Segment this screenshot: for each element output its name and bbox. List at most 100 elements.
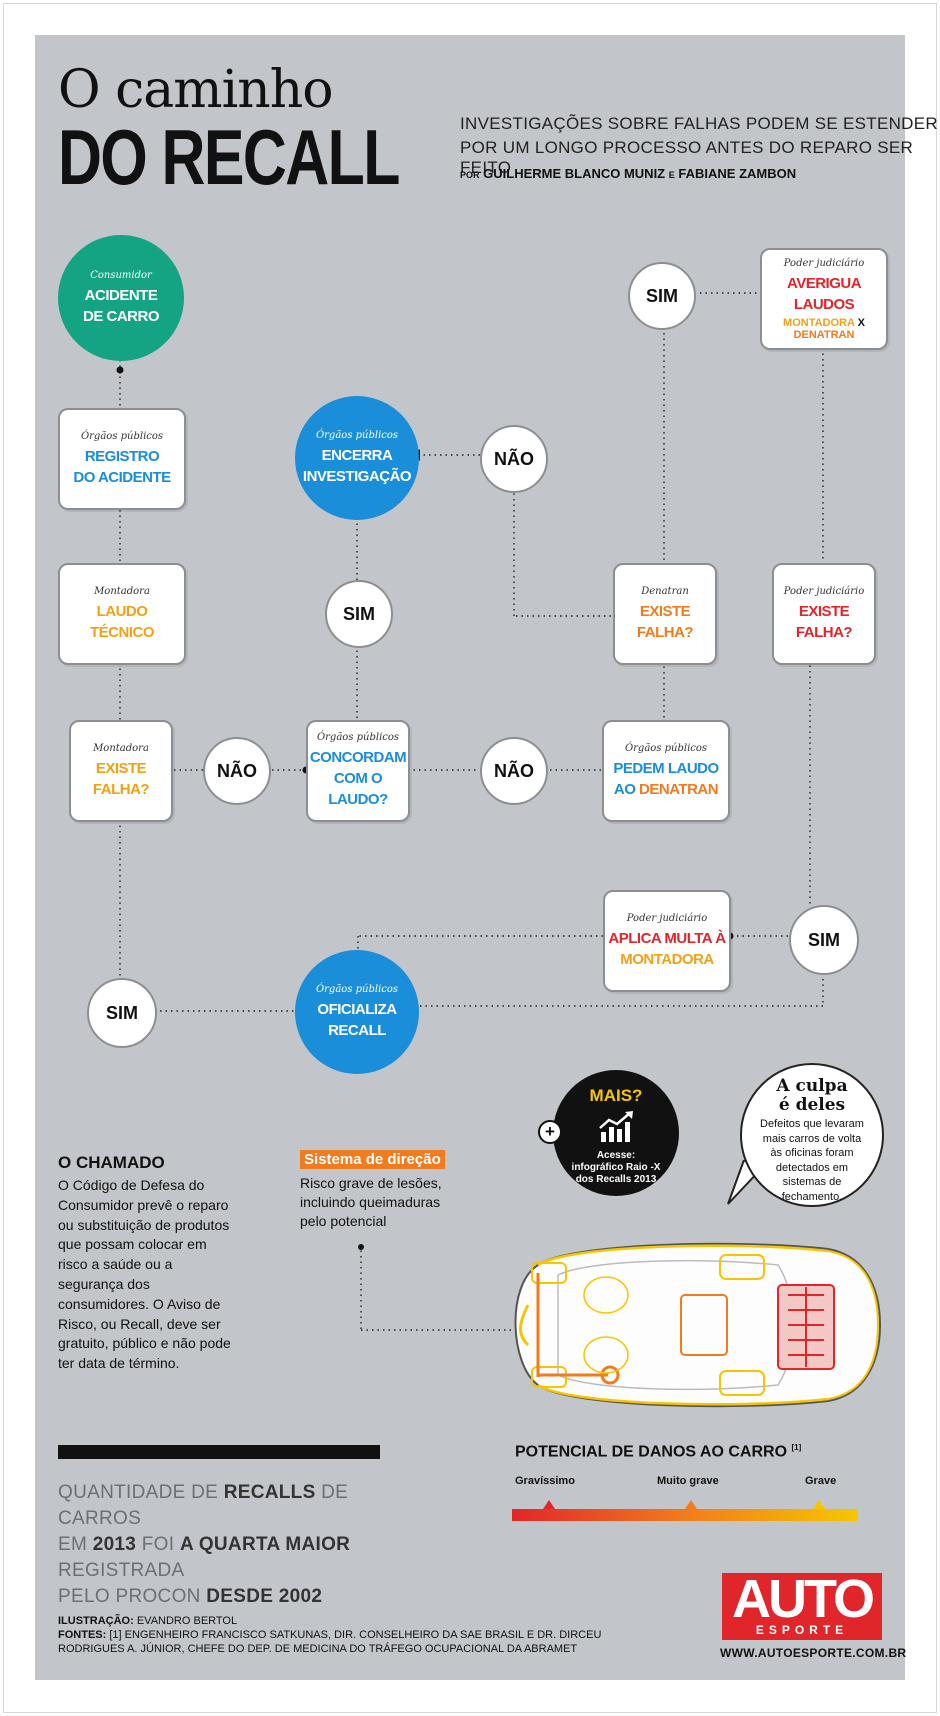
- node-nao-2: NÃO: [480, 737, 548, 805]
- sistema-heading: Sistema de direção: [300, 1150, 445, 1169]
- danos-marker-grave: [813, 1500, 825, 1509]
- node-line1: EXISTE: [798, 602, 850, 620]
- car-illustration: [514, 1242, 882, 1408]
- node-actor: Órgãos públicos: [315, 429, 399, 441]
- danos-marker-gravissimo: [543, 1500, 555, 1509]
- node-encerra-investigacao: Órgãos públicos ENCERRA INVESTIGAÇÃO: [295, 396, 419, 520]
- node-line2: DE CARRO: [82, 307, 160, 325]
- node-line1: OFICIALIZA: [317, 1000, 397, 1018]
- mais-text-line2: infográfico Raio -X: [571, 1162, 661, 1173]
- qty-p3: DE CARROS: [58, 1482, 349, 1529]
- node-line2: RECALL: [328, 1021, 386, 1039]
- danos-gradient-bar: [512, 1509, 858, 1521]
- node-line2: DO ACIDENTE: [73, 468, 171, 486]
- node-line3b: DENATRAN: [793, 328, 855, 341]
- danos-level-grave: Grave: [805, 1475, 837, 1487]
- subtitle-line2: POR UM LONGO PROCESSO ANTES DO REPARO SE…: [460, 138, 914, 177]
- danos-level-muito-grave: Muito grave: [657, 1475, 719, 1487]
- node-actor: Órgãos públicos: [315, 983, 399, 995]
- title-line2: DO RECALL: [58, 113, 400, 201]
- qty-p10: DESDE 2002: [206, 1586, 323, 1607]
- credits-fontes-line1: [1] ENGENHEIRO FRANCISCO SATKUNAS, DIR. …: [109, 1629, 602, 1641]
- mais-heading: MAIS?: [589, 1086, 643, 1105]
- sistema-text: Risco grave de lesões, incluindo queimad…: [300, 1175, 442, 1229]
- byline: POR GUILHERME BLANCO MUNIZ E FABIANE ZAM…: [460, 166, 796, 181]
- node-line1: ACIDENTE: [84, 286, 158, 304]
- node-sim-denatran: SIM: [628, 262, 696, 330]
- node-nao-3: NÃO: [480, 425, 548, 493]
- quantidade-stat: QUANTIDADE DE RECALLS DE CARROS EM 2013 …: [58, 1480, 388, 1610]
- node-actor: Poder judiciário: [626, 912, 708, 924]
- node-judiciario-existe-falha: Poder judiciário EXISTE FALHA?: [772, 563, 876, 665]
- node-line1: ENCERRA: [321, 446, 393, 464]
- culpa-text: Defeitos que levaram mais carros de volt…: [760, 1118, 864, 1203]
- danos-level-gravissimo: Gravíssimo: [515, 1475, 575, 1487]
- autoesporte-logo[interactable]: AUTO ESPORTE: [722, 1569, 882, 1640]
- node-pedem-laudo-ao-denatran: Órgãos públicos PEDEM LAUDO AO DENATRAN: [602, 720, 730, 822]
- credits-fontes-line2: RODRIGUES A. JÚNIOR, CHEFE DO DEP. DE ME…: [58, 1643, 578, 1655]
- node-line2: FALHA?: [795, 623, 853, 641]
- qty-p6: FOI: [141, 1534, 175, 1555]
- node-line2b: DENATRAN: [639, 780, 719, 798]
- node-actor: Órgãos públicos: [316, 732, 400, 743]
- node-line1: LAUDO: [96, 602, 148, 620]
- node-actor: Poder judiciário: [783, 585, 865, 597]
- page-frame: [3, 3, 937, 1713]
- culpa-heading-line2: é deles: [778, 1095, 846, 1115]
- credits: ILUSTRAÇÃO: EVANDRO BERTOL FONTES: [1] E…: [58, 1614, 601, 1656]
- culpa-heading-line1: A culpa: [776, 1076, 848, 1096]
- credits-ilustracao-label: ILUSTRAÇÃO:: [58, 1615, 134, 1627]
- node-averigua-laudos: Poder judiciário AVERIGUA LAUDOS MONTADO…: [760, 248, 888, 350]
- node-acidente-de-carro: Consumidor ACIDENTE DE CARRO: [58, 235, 184, 361]
- node-line1: CONCORDAM: [309, 749, 407, 766]
- node-actor: Denatran: [641, 585, 689, 597]
- qty-p4: EM: [58, 1534, 88, 1555]
- danos-title-text: POTENCIAL DE DANOS AO CARRO: [515, 1443, 788, 1461]
- culpa-heading: A culpa é deles: [742, 1077, 882, 1115]
- danos-marker-muito-grave: [685, 1500, 697, 1509]
- node-line1: EXISTE: [639, 602, 691, 620]
- mais-text-line1: Acesse:: [596, 1150, 636, 1161]
- node-line2: INVESTIGAÇÃO: [302, 467, 412, 485]
- qty-p8: REGISTRADA: [58, 1560, 185, 1581]
- logo-esporte: ESPORTE: [755, 1623, 849, 1637]
- node-actor: Montadora: [94, 585, 150, 597]
- culpa-bubble: A culpa é deles Defeitos que levaram mai…: [740, 1063, 884, 1207]
- byline-por: POR: [460, 170, 480, 180]
- mais-link[interactable]: MAIS? Acesse: infográfico Raio -X dos Re…: [553, 1070, 679, 1196]
- node-line2: MONTADORA: [620, 950, 714, 968]
- site-url-link[interactable]: WWW.AUTOESPORTE.COM.BR: [720, 1646, 907, 1660]
- node-line2: FALHA?: [636, 623, 694, 641]
- chamado-heading: O CHAMADO: [58, 1153, 165, 1172]
- qty-p2: RECALLS: [223, 1482, 316, 1503]
- node-actor: Montadora: [93, 742, 149, 754]
- node-line1: EXISTE: [95, 759, 147, 777]
- qty-p5: 2013: [92, 1534, 137, 1555]
- growth-chart-icon: [599, 1111, 633, 1142]
- node-line1: PEDEM LAUDO: [613, 759, 719, 777]
- title-line1: O caminho: [58, 60, 334, 120]
- node-line2: TÉCNICO: [90, 623, 155, 641]
- credits-ilustracao-value: EVANDRO BERTOL: [136, 1615, 238, 1627]
- subtitle-line1: INVESTIGAÇÕES SOBRE FALHAS PODEM SE ESTE…: [460, 114, 938, 133]
- byline-author2: FABIANE ZAMBON: [678, 166, 797, 181]
- danos-title: POTENCIAL DE DANOS AO CARRO [1]: [515, 1443, 801, 1461]
- node-actor: Poder judiciário: [783, 257, 865, 269]
- danos-footnote: [1]: [791, 1443, 802, 1452]
- node-line3x: X: [857, 316, 865, 329]
- node-actor: Órgãos públicos: [80, 430, 164, 442]
- chamado-text: O Código de Defesa do Consumidor prevê o…: [58, 1177, 231, 1372]
- node-line2a: AO: [613, 780, 636, 798]
- byline-author1: GUILHERME BLANCO MUNIZ: [483, 166, 666, 181]
- node-aplica-multa: Poder judiciário APLICA MULTA À MONTADOR…: [603, 890, 731, 992]
- node-line1: REGISTRO: [84, 447, 160, 465]
- logo-auto: AUTO: [731, 1569, 875, 1629]
- node-oficializa-recall: Órgãos públicos OFICIALIZA RECALL: [295, 950, 419, 1074]
- node-laudo-tecnico: Montadora LAUDO TÉCNICO: [58, 563, 186, 665]
- node-actor: Órgãos públicos: [624, 742, 708, 754]
- qty-p1: QUANTIDADE DE: [58, 1482, 219, 1503]
- node-line2: FALHA?: [92, 780, 150, 798]
- plus-icon[interactable]: +: [538, 1120, 562, 1144]
- black-divider-bar: [58, 1445, 380, 1459]
- byline-e: E: [668, 170, 675, 180]
